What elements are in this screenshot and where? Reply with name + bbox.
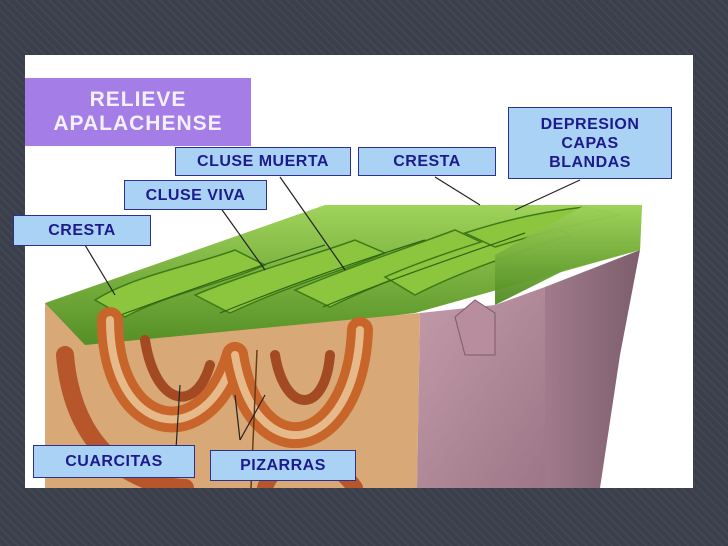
label-cresta-top: CRESTA bbox=[358, 147, 496, 176]
label-cluse-muerta: CLUSE MUERTA bbox=[175, 147, 351, 176]
block-diagram bbox=[45, 176, 642, 488]
label-depresion-line1: DEPRESION bbox=[540, 115, 640, 133]
label-pizarras-text: PIZARRAS bbox=[240, 457, 326, 474]
label-depresion: DEPRESION CAPAS BLANDAS bbox=[508, 107, 672, 179]
label-cuarcitas-text: CUARCITAS bbox=[65, 453, 163, 470]
label-cresta-left-text: CRESTA bbox=[48, 222, 116, 239]
purple-side bbox=[545, 250, 640, 488]
front-face bbox=[45, 303, 420, 488]
label-cluse-muerta-text: CLUSE MUERTA bbox=[197, 153, 329, 170]
label-cresta-top-text: CRESTA bbox=[393, 153, 461, 170]
grass-right bbox=[495, 205, 642, 305]
label-pizarras: PIZARRAS bbox=[210, 450, 356, 481]
purple-notch bbox=[454, 299, 496, 356]
label-cuarcitas: CUARCITAS bbox=[33, 445, 195, 478]
title-line1: RELIEVE bbox=[89, 88, 187, 111]
label-cluse-viva: CLUSE VIVA bbox=[124, 180, 267, 210]
title-line2: APALACHENSE bbox=[53, 112, 223, 135]
purple-front bbox=[417, 287, 545, 488]
label-cresta-left: CRESTA bbox=[13, 215, 151, 246]
valleys bbox=[114, 232, 526, 318]
label-cluse-viva-text: CLUSE VIVA bbox=[145, 186, 246, 204]
label-depresion-line3: BLANDAS bbox=[549, 153, 631, 171]
label-depresion-line2: CAPAS bbox=[561, 134, 619, 152]
title-box: RELIEVE APALACHENSE bbox=[25, 78, 251, 146]
